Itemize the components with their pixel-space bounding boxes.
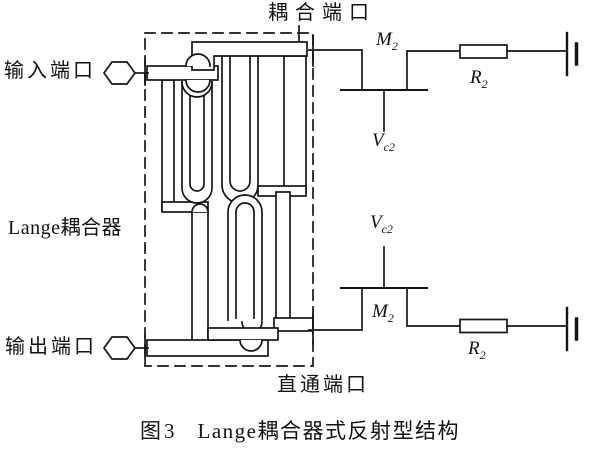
transistor-bottom-label: M2: [372, 301, 394, 325]
input-port-hexagon-icon: [102, 61, 137, 85]
figure-caption: 图3 Lange耦合器式反射型结构: [0, 415, 600, 445]
coupler-connector-strip: [207, 327, 279, 341]
output-port-label: 输出端口: [5, 336, 97, 358]
gate-bias-top-subscript: c2: [383, 139, 395, 154]
gate-bias-top-symbol: V: [372, 130, 384, 151]
resistor-bottom-label: R2: [468, 338, 486, 362]
figure-caption-title: Lange耦合器式反射型结构: [197, 419, 460, 443]
resistor-top-symbol: R: [470, 67, 482, 88]
through-port-strip: [273, 317, 314, 332]
figure-caption-number: 图3: [140, 419, 178, 443]
top-ground-icon: [565, 31, 579, 77]
coupler-dashed-boundary: [144, 32, 314, 367]
bottom-termination-circuit: [308, 246, 579, 352]
resistor-top-label: R2: [470, 67, 488, 91]
resistor-bottom-subscript: 2: [479, 347, 486, 362]
coupled-port-label: 耦合端口: [268, 2, 376, 24]
gate-bias-top-label: Vc2: [372, 130, 395, 154]
coupler-finger-u-inner: [229, 55, 251, 192]
lange-coupler-structure: [146, 41, 314, 357]
bottom-resistor-icon: [459, 318, 508, 334]
transistor-bottom-subscript: 2: [387, 310, 394, 325]
output-port-hexagon-icon: [102, 336, 137, 360]
coupler-strip-right-upper: [283, 55, 307, 193]
top-resistor-icon: [459, 44, 508, 59]
coupler-bridge-arc: [239, 339, 263, 352]
coupler-finger-u-inner: [235, 202, 255, 319]
transistor-bottom-symbol: M: [372, 301, 388, 322]
top-fet-drain-wire: [406, 50, 461, 91]
transistor-top-label: M2: [376, 29, 398, 53]
transistor-top-subscript: 2: [391, 38, 398, 53]
port-symbols: [102, 61, 149, 360]
gate-bias-bottom-label: Vc2: [370, 212, 393, 236]
coupler-bridge-arc: [191, 203, 209, 213]
bottom-ground-icon: [565, 306, 579, 352]
coupler-bridge-arc: [185, 79, 211, 93]
bottom-fet-source-wire: [308, 287, 363, 331]
gate-bias-bottom-symbol: V: [370, 212, 382, 233]
resistor-bottom-symbol: R: [468, 338, 480, 359]
coupler-rail: [161, 201, 209, 213]
transistor-top-symbol: M: [376, 29, 392, 50]
bottom-fet-drain-wire: [406, 287, 461, 327]
resistor-top-subscript: 2: [481, 76, 488, 91]
coupler-strip-right-lower: [275, 191, 291, 321]
coupled-port-strip: [191, 41, 308, 71]
through-port-label: 直通端口: [277, 374, 369, 396]
input-port-label: 输入端口: [4, 60, 96, 82]
top-fet-source-wire: [308, 49, 363, 91]
coupler-finger: [161, 79, 175, 211]
gate-bias-bottom-subscript: c2: [381, 221, 393, 236]
coupler-strip-left-lower: [191, 211, 209, 343]
coupler-bridge-arc: [185, 53, 211, 67]
coupler-name-label: Lange耦合器: [8, 217, 122, 239]
coupler-finger-u-inner: [189, 81, 205, 192]
top-termination-circuit: [308, 31, 579, 132]
